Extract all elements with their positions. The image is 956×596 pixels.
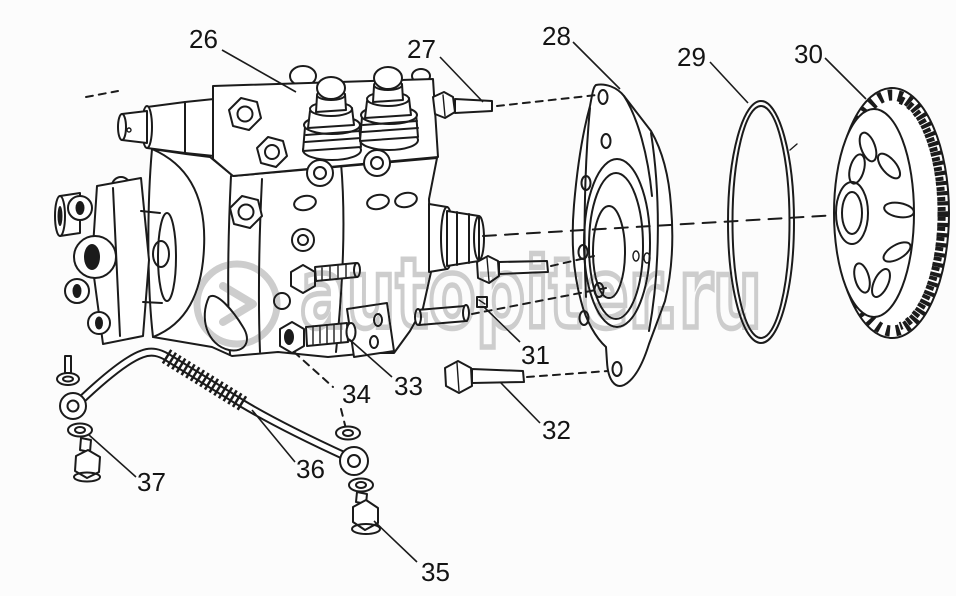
sealing-washer xyxy=(335,425,361,441)
callout-31: 31 xyxy=(521,340,550,370)
callout-26: 26 xyxy=(189,24,218,54)
shaft-end-nut xyxy=(428,203,485,273)
gear-teeth-ring xyxy=(835,89,949,337)
assembly-axis-lines xyxy=(293,94,839,430)
flange-hole xyxy=(597,89,609,105)
callout-27: 27 xyxy=(407,34,436,64)
watermark: autopiter.ru xyxy=(193,235,765,353)
solenoid-plug xyxy=(117,98,215,157)
callout-28: 28 xyxy=(542,21,571,51)
dowel-stud xyxy=(414,304,470,326)
drive-gear xyxy=(833,87,950,339)
watermark-logo-arrow xyxy=(219,282,257,326)
pipe-braid-section xyxy=(161,349,250,412)
callout-30: 30 xyxy=(794,39,823,69)
callout-34: 34 xyxy=(342,379,371,409)
bolt-27 xyxy=(432,91,493,119)
pin-31 xyxy=(476,296,488,308)
callout-29: 29 xyxy=(677,42,706,72)
hex-nut-body xyxy=(229,195,263,229)
threaded-fitting-33 xyxy=(305,322,357,347)
union-nut-34 xyxy=(279,321,305,354)
banjo-left xyxy=(56,355,101,483)
drive-coupling xyxy=(54,176,177,345)
callout-35: 35 xyxy=(421,557,450,587)
delivery-valve-1 xyxy=(302,76,362,187)
fuel-pipe-assembly xyxy=(56,347,381,535)
center-axis-line xyxy=(482,214,839,237)
banjo-bolt-35 xyxy=(351,491,381,535)
bolt-middle xyxy=(476,255,549,284)
banjo-bolt-37 xyxy=(73,437,101,483)
callout-36: 36 xyxy=(296,454,325,484)
mounting-flange xyxy=(571,83,674,387)
hex-plug-2 xyxy=(256,136,288,168)
callout-leader-lines xyxy=(88,41,867,563)
callout-37: 37 xyxy=(137,467,166,497)
callout-34-dash-upper xyxy=(293,351,334,388)
callout-33: 33 xyxy=(394,371,423,401)
side-fitting xyxy=(290,262,361,294)
delivery-valve-2 xyxy=(359,66,419,177)
banjo-right xyxy=(335,425,381,535)
hex-plug-1 xyxy=(228,97,262,131)
callout-32: 32 xyxy=(542,415,571,445)
sealing-washer xyxy=(67,422,93,438)
o-ring-gasket xyxy=(727,100,798,344)
bolt-32 xyxy=(444,360,525,394)
watermark-text: autopiter.ru xyxy=(300,238,762,350)
hidden-edge-line xyxy=(85,90,119,98)
callout-labels: 26 27 28 29 30 31 32 33 34 35 36 37 xyxy=(137,21,823,587)
watermark-logo-circle xyxy=(193,260,281,348)
